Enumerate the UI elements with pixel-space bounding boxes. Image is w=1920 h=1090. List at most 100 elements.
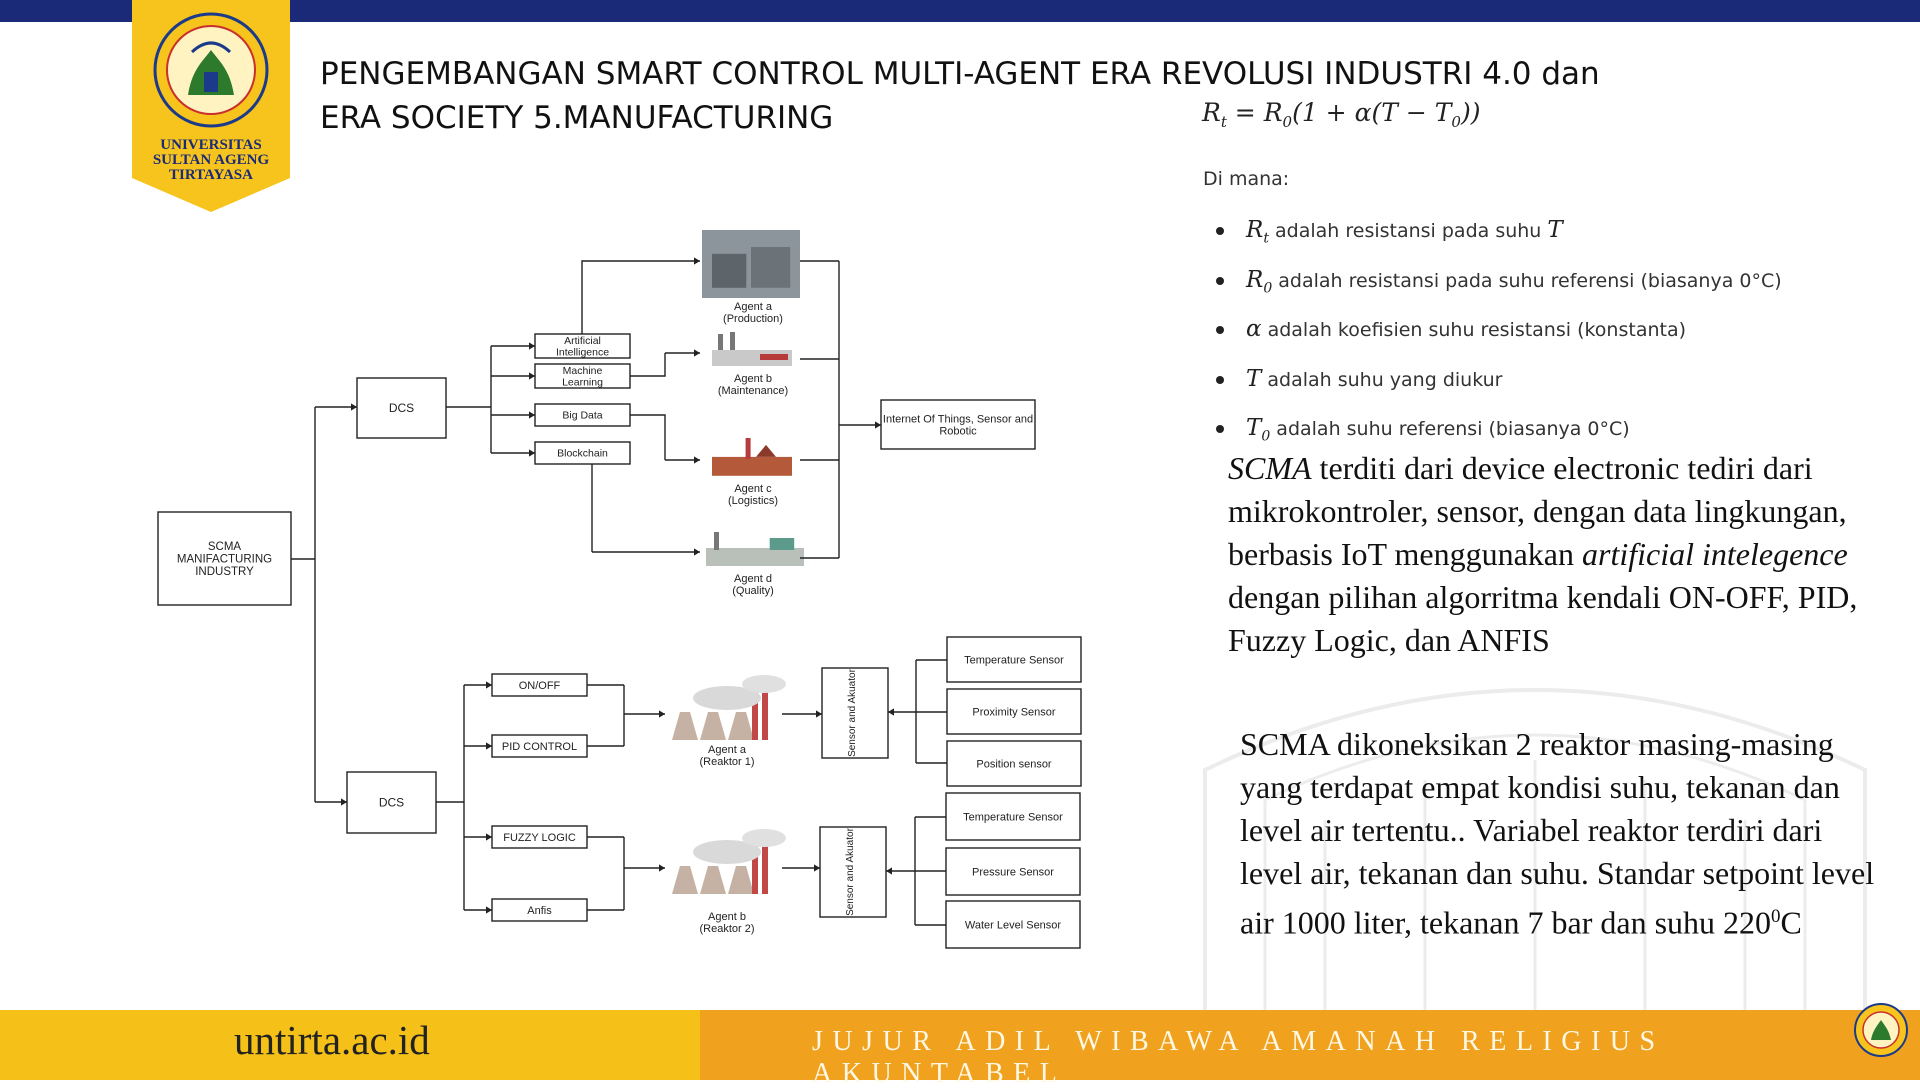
reactor-icon-2-smoke	[693, 840, 761, 864]
logo-line-1: UNIVERSITAS	[160, 137, 261, 153]
reactor-label-1: (Reaktor 1)	[699, 756, 754, 768]
agent-top-label-0: (Production)	[723, 313, 783, 325]
agent-top-label-3: (Quality)	[732, 585, 774, 597]
footer-left-band	[0, 1010, 700, 1080]
arrow-head	[888, 708, 894, 716]
variable-item: R0 adalah resistansi pada suhu referensi…	[1212, 262, 1812, 312]
arrow-head	[529, 411, 535, 419]
arrow-head	[486, 742, 492, 750]
resistance-formula: Rt = R0(1 + α(T − T0))	[1202, 98, 1481, 131]
agent-factory-icon-3-part	[714, 532, 719, 550]
footer-seal-icon	[1854, 1003, 1908, 1057]
arrow-head	[659, 710, 665, 718]
arrow-head	[694, 349, 700, 357]
reactor-description: SCMA dikoneksikan 2 reaktor masing-masin…	[1240, 723, 1880, 945]
actuator-box-2-label: Sensor and Akuator	[845, 827, 856, 916]
title-line-1: PENGEMBANGAN SMART CONTROL MULTI-AGENT E…	[320, 56, 1600, 92]
root-box-label: INDUSTRY	[195, 566, 254, 578]
bullet-dot-icon	[1216, 425, 1224, 433]
reactor-icon-1-part	[762, 688, 768, 740]
reactor-label-1: Agent a	[708, 744, 747, 756]
arrow-head	[694, 548, 700, 556]
bullet-dot-icon	[1216, 326, 1224, 334]
bullet-dot-icon	[1216, 375, 1224, 384]
logo-line-2: SULTAN AGENG	[153, 152, 270, 168]
reactor-icon-2	[672, 866, 698, 894]
reactor-icon-1	[672, 712, 698, 740]
reactor-icon-1-part	[700, 712, 726, 740]
logo-line-3: TIRTAYASA	[169, 167, 253, 183]
arrow-head	[529, 449, 535, 457]
slide-title: PENGEMBANGAN SMART CONTROL MULTI-AGENT E…	[320, 52, 1600, 140]
reactor-label-2: (Reaktor 2)	[699, 923, 754, 935]
scma-description: SCMA terditi dari device electronic tedi…	[1228, 447, 1868, 662]
agent-top-label-2: Agent c	[734, 483, 772, 495]
root-box	[157, 511, 292, 606]
variable-symbol: T	[1246, 365, 1262, 392]
agent-top-label-1: (Maintenance)	[718, 385, 788, 397]
agent-factory-icon-2-part	[745, 438, 751, 459]
control-box-3-label: Anfis	[527, 905, 552, 917]
variable-item: T0 adalah suhu referensi (biasanya 0°C)	[1212, 410, 1812, 460]
agent-factory-icon-1-part	[760, 354, 788, 360]
university-logo: UNIVERSITAS SULTAN AGENG TIRTAYASA	[132, 0, 290, 212]
bullet-dot-icon	[1216, 276, 1224, 285]
sensor-box-2-1	[945, 847, 1081, 896]
variable-symbol: Rt	[1246, 217, 1269, 247]
scma-architecture-diagram: SCMAMANIFACTURINGINDUSTRYDCSArtificialIn…	[157, 230, 1082, 949]
variable-symbol: R0	[1246, 266, 1273, 297]
control-box-2-label: FUZZY LOGIC	[503, 832, 576, 844]
title-line-2: ERA SOCIETY 5.MANUFACTURING	[320, 100, 834, 136]
variable-item: T adalah suhu yang diukur	[1212, 361, 1812, 411]
connector-line	[581, 260, 665, 334]
iot-box-label: Robotic	[939, 425, 977, 437]
agent-top-label-0: Agent a	[734, 301, 773, 313]
tech-box-1-label: Learning	[562, 376, 603, 388]
agent-top-label-3: Agent d	[734, 573, 772, 585]
tech-box-0-label: Intelligence	[556, 346, 609, 358]
agent-factory-icon-2	[712, 456, 792, 476]
variable-item: α adalah koefisien suhu resistansi (kons…	[1212, 311, 1812, 361]
iot-box	[880, 399, 1036, 450]
variable-item: Rt adalah resistansi pada suhu T	[1212, 212, 1812, 262]
arrow-head	[486, 833, 492, 841]
ai-italic: artificial intelegence	[1581, 536, 1848, 572]
reactor-icon-1-smoke	[693, 686, 761, 710]
root-box-label: MANIFACTURING	[177, 554, 272, 566]
sensor-box-1-2	[946, 740, 1082, 787]
arrow-head	[659, 864, 665, 872]
bullet-dot-icon	[1216, 227, 1224, 235]
tech-box-1-label: Machine	[563, 365, 603, 377]
reactor-icon-1-smoke	[742, 675, 786, 693]
agent-factory-icon-2-part	[756, 444, 776, 457]
tech-box-0-label: Artificial	[564, 335, 601, 347]
website-link[interactable]: untirta.ac.id	[234, 1017, 430, 1063]
para1-part-a: terditi dari device electronic tediri da…	[1228, 450, 1847, 572]
actuator-box-2	[819, 826, 887, 918]
variable-symbol: α	[1246, 316, 1262, 342]
arrow-head	[351, 403, 357, 411]
sensor-box-2-1-label: Pressure Sensor	[972, 866, 1054, 878]
reactor-label-2: Agent b	[708, 911, 746, 923]
para1-part-b: dengan pilihan algorritma kendali ON-OFF…	[1228, 579, 1858, 658]
arrow-head	[886, 867, 892, 875]
background-building-watermark	[1203, 688, 1867, 1010]
connector-line	[630, 353, 666, 377]
dcs-top-box	[356, 377, 447, 439]
reactor-icon-1-part	[728, 712, 754, 740]
top-bar	[0, 0, 1920, 22]
sensor-box-2-2-label: Water Level Sensor	[965, 919, 1062, 931]
reactor-icon-1-part	[752, 692, 758, 740]
sensor-box-1-0	[946, 636, 1082, 683]
variable-description: adalah koefisien suhu resistansi (konsta…	[1261, 319, 1687, 341]
arrow-head	[814, 864, 820, 872]
para2-main: SCMA dikoneksikan 2 reaktor masing-masin…	[1240, 726, 1875, 941]
tech-box-3	[534, 441, 631, 465]
agent-factory-icon-3-part	[769, 538, 795, 550]
dcs-top-box-label: DCS	[389, 401, 414, 415]
where-label: Di mana:	[1203, 168, 1290, 190]
iot-box-label: Internet Of Things, Sensor and	[883, 413, 1033, 425]
agent-factory-icon-0-part	[751, 247, 791, 288]
sensor-box-1-2-label: Position sensor	[976, 758, 1052, 770]
